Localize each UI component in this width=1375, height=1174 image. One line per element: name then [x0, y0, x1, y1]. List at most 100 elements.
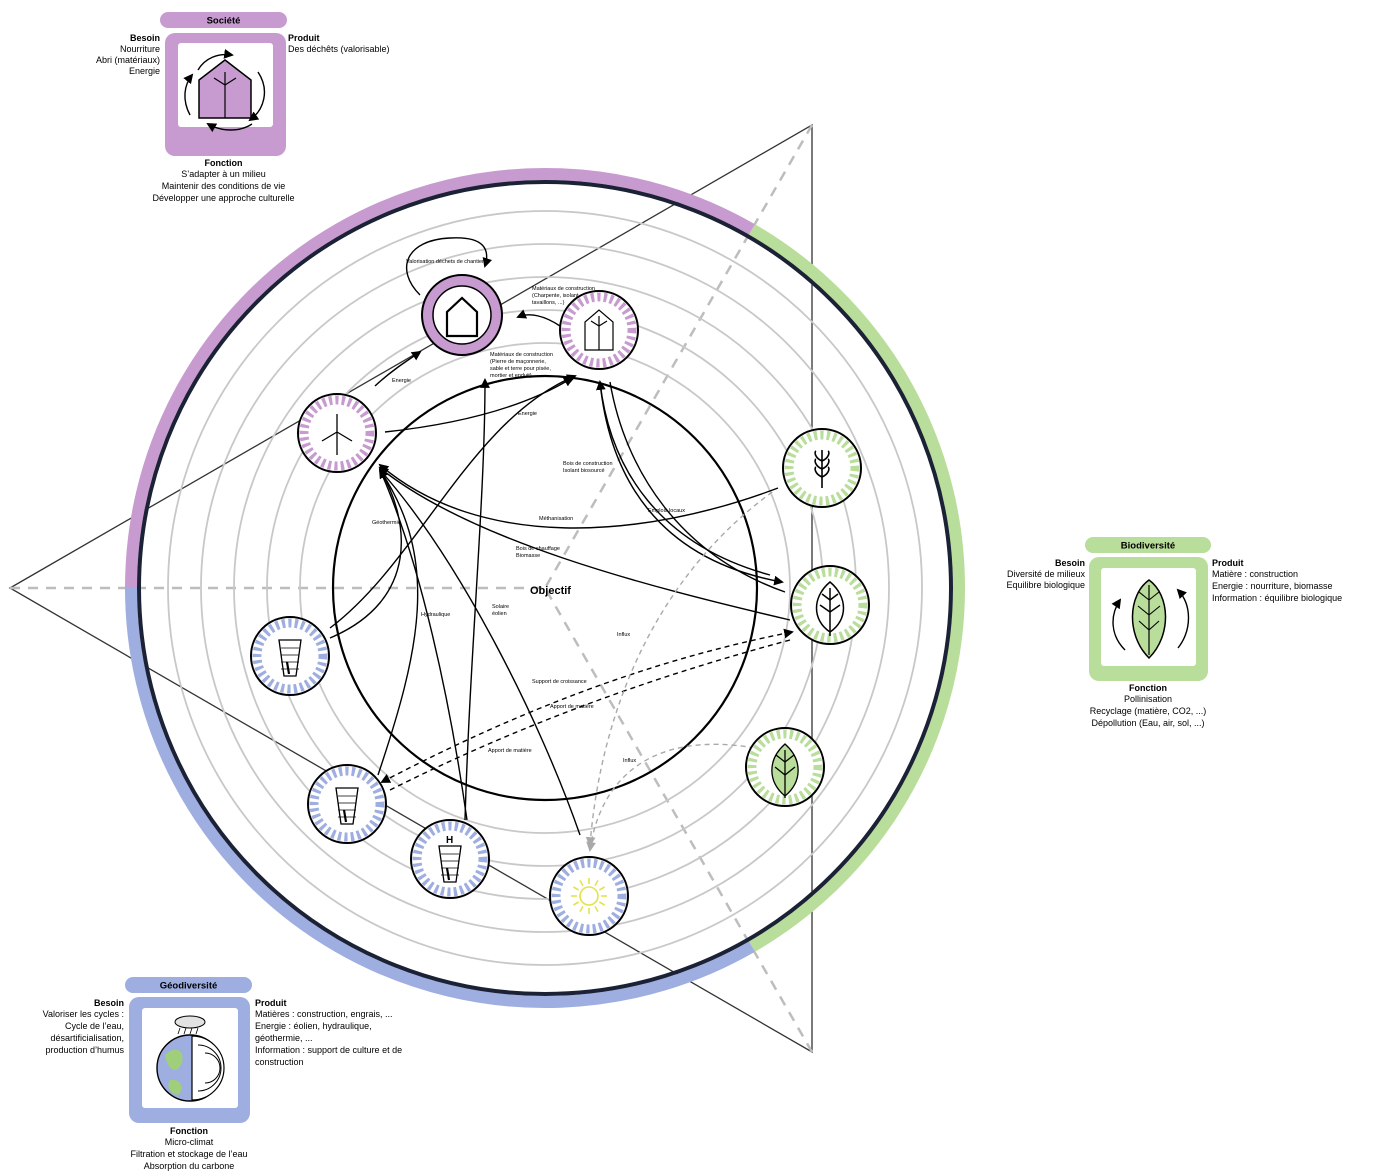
arrow-geo-building	[329, 374, 577, 629]
soil-horizon-h-icon	[438, 845, 462, 883]
soil-profile-icon	[278, 639, 302, 677]
arrow-emplois-2	[609, 381, 786, 593]
wheat-icon	[814, 450, 830, 488]
label-energie-1: Energie	[392, 378, 411, 384]
biodiversite-card: Biodiversité Besoin Diversité de milieux…	[1006, 537, 1342, 728]
label-chauffage-l1: Bois de chauffage	[516, 546, 560, 552]
arrow-valorisation	[405, 237, 493, 296]
arrow-geothermie	[329, 468, 402, 639]
label-support: Support de croissance	[532, 679, 587, 685]
node-soil2[interactable]	[307, 764, 387, 844]
societe-besoin-heading: Besoin	[130, 33, 160, 43]
node-building[interactable]	[559, 290, 639, 370]
node-wind[interactable]	[297, 393, 377, 473]
node-leaf[interactable]	[790, 565, 870, 645]
node-sun[interactable]	[549, 856, 629, 936]
societe-title-pill	[160, 12, 287, 28]
geodiversite-produit-1: Matières : construction, engrais, ...	[255, 1009, 393, 1019]
arrow-methanisation	[378, 463, 779, 529]
node-house[interactable]	[421, 274, 503, 356]
geodiversite-besoin-heading: Besoin	[94, 998, 124, 1008]
arrow-influx-2	[586, 743, 756, 852]
geodiversite-produit-5: construction	[255, 1057, 304, 1067]
societe-fonction-3: Développer une approche culturelle	[152, 193, 294, 203]
biodiversite-arc	[748, 224, 965, 952]
arrow-bois-building	[596, 380, 771, 576]
wind-turbine-icon	[321, 414, 353, 455]
label-emplois: Emplois locaux	[648, 508, 685, 514]
flow-labels: Valorisation déchets de chantier Matéria…	[372, 259, 685, 764]
geodiversite-produit-3: géothermie, ...	[255, 1033, 313, 1043]
geodiversite-fonction-2: Filtration et stockage de l’eau	[130, 1149, 247, 1159]
label-apport-1: Apport de matière	[550, 704, 594, 710]
label-influx-1: Influx	[617, 632, 630, 638]
biodiversite-fonction-1: Pollinisation	[1124, 694, 1172, 704]
biodiversite-fonction-heading: Fonction	[1129, 683, 1167, 693]
soil-profile-icon	[335, 787, 359, 825]
geodiversite-title: Géodiversité	[160, 981, 218, 992]
geodiversite-card: Géodiversité Besoin Valoriser les cycles…	[43, 977, 402, 1171]
societe-fonction-1: S’adapter à un milieu	[181, 169, 266, 179]
earth-water-cycle-icon	[156, 1015, 225, 1102]
label-solaire-l1: Solaire	[492, 604, 509, 610]
node-wheat[interactable]	[782, 428, 862, 508]
soil-h-label: H	[446, 835, 453, 846]
arrow-energie-house	[374, 350, 422, 387]
societe-besoin-3: Energie	[129, 66, 160, 76]
societe-produit-1: Des déchêts (valorisable)	[288, 44, 390, 54]
label-geothermie: Géothermie	[372, 520, 401, 526]
geodiversite-fonction-3: Absorption du carbone	[144, 1161, 235, 1171]
societe-produit-heading: Produit	[288, 33, 320, 43]
label-solaire-l2: éolien	[492, 611, 507, 617]
node-soil1[interactable]	[250, 616, 330, 696]
label-materiaux1-l1: Matériaux de construction	[532, 286, 595, 292]
house-icon	[445, 296, 479, 338]
dark-ring	[137, 180, 953, 996]
geodiversite-besoin-1: Valoriser les cycles :	[43, 1009, 124, 1019]
dashed-arrows	[380, 628, 794, 791]
societe-title: Société	[207, 16, 241, 27]
biodiversite-fonction-2: Recyclage (matière, CO2, ...)	[1090, 706, 1207, 716]
ring-5	[167, 210, 923, 966]
geodiversite-besoin-4: production d’humus	[45, 1045, 124, 1055]
biodiversite-besoin-heading: Besoin	[1055, 558, 1085, 568]
arrow-energie-building	[384, 376, 574, 433]
biodiversite-besoin-2: Equilibre biologique	[1006, 580, 1085, 590]
geodiversite-produit-4: Information : support de culture et de	[255, 1045, 402, 1055]
geodiversite-besoin-3: désartificialisation,	[50, 1033, 124, 1043]
biodiversite-title-pill	[1085, 537, 1211, 553]
outer-colored-ring	[125, 168, 965, 1008]
geodiversite-produit-heading: Produit	[255, 998, 287, 1008]
label-chauffage-l2: Biomasse	[516, 553, 540, 559]
objective-circle	[331, 374, 759, 802]
objective-label: Objectif	[530, 585, 571, 597]
geodiversite-title-pill	[125, 977, 252, 993]
label-apport-2: Apport de matière	[488, 748, 532, 754]
biodiversite-produit-3: Information : équilibre biologique	[1212, 593, 1342, 603]
societe-besoin-2: Abri (matériaux)	[96, 55, 160, 65]
arrow-materiaux-bois	[516, 309, 561, 327]
label-materiaux1-l3: tavaillons, ...)	[532, 300, 565, 306]
arrow-influx-1	[585, 489, 776, 847]
societe-card: Société Besoin Nourriture Abri (matériau…	[96, 12, 390, 203]
node-soilH[interactable]: H	[410, 819, 490, 899]
geodiversite-besoin-2: Cycle de l’eau,	[65, 1021, 124, 1031]
influx-arrows	[585, 489, 776, 852]
biodiversite-produit-heading: Produit	[1212, 558, 1244, 568]
sun-icon	[571, 878, 607, 914]
societe-fonction-2: Maintenir des conditions de vie	[162, 181, 286, 191]
label-bois-l1: Bois de construction	[563, 461, 613, 467]
geodiversite-arc	[125, 587, 755, 1008]
node-leaf2[interactable]	[745, 727, 825, 807]
biodiversite-fonction-3: Dépollution (Eau, air, sol, ...)	[1091, 718, 1204, 728]
societe-arc	[125, 168, 755, 589]
label-valorisation: Valorisation déchets de chantier	[406, 259, 484, 265]
arrow-apport-matiere	[389, 639, 791, 791]
leaf-cycle-icon	[1111, 579, 1190, 660]
leaf-filled-icon	[771, 743, 799, 798]
biodiversite-produit-1: Matière : construction	[1212, 569, 1298, 579]
label-energie-2: Energie	[518, 411, 537, 417]
biodiversite-besoin-1: Diversité de milieux	[1007, 569, 1086, 579]
geodiversite-fonction-heading: Fonction	[170, 1126, 208, 1136]
